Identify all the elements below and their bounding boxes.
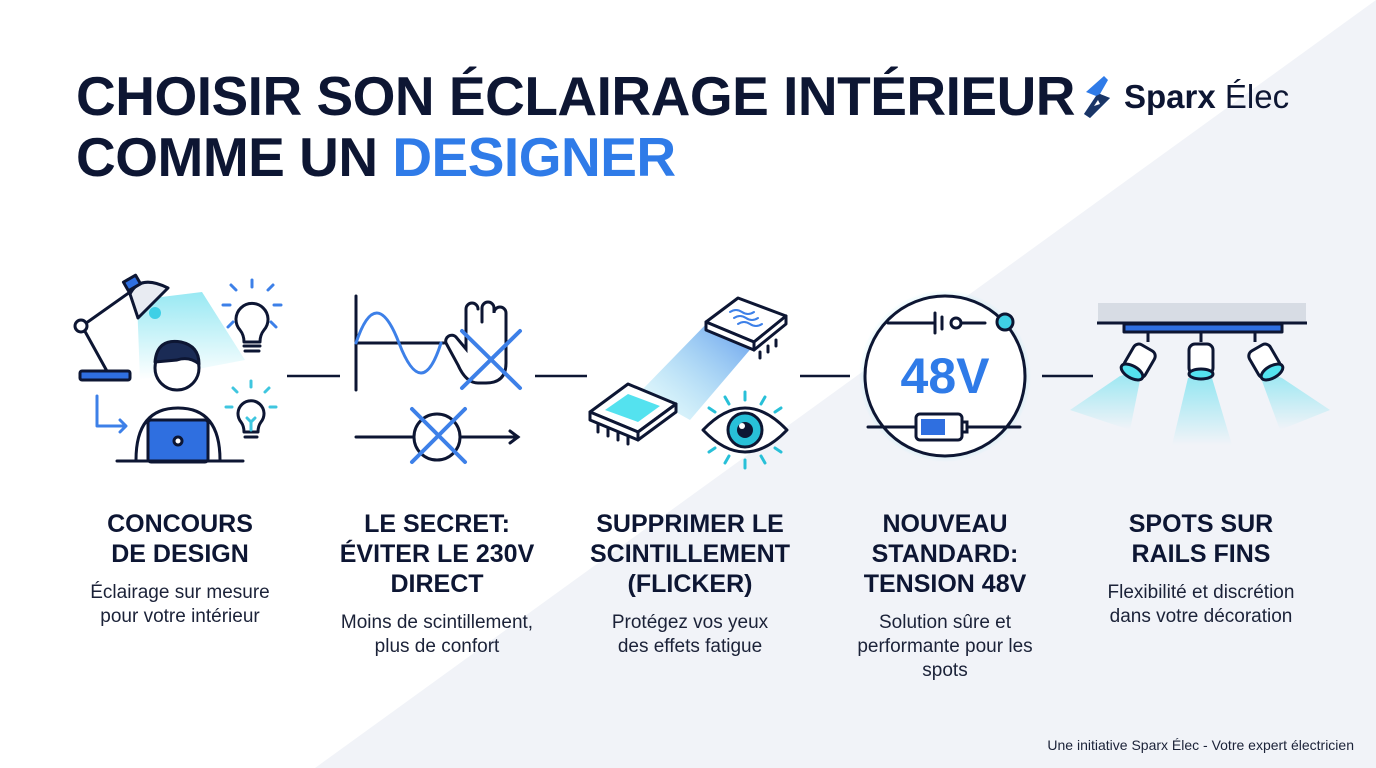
lightning-bolt-icon — [1084, 76, 1110, 118]
sine-wave-no-230v-icon — [354, 294, 522, 464]
brand-name: Sparx Élec — [1124, 78, 1289, 116]
48v-label: 48V — [901, 348, 991, 404]
title-accent-word: DESIGNER — [392, 126, 676, 188]
brand-name-light: Élec — [1215, 78, 1290, 115]
led-driver-eye-icon — [588, 296, 789, 470]
footer-credit: Une initiative Sparx Élec - Votre expert… — [1047, 737, 1354, 753]
48v-circuit-icon — [859, 290, 1031, 462]
track-spotlights-icon — [1070, 303, 1330, 445]
designer-lamp-laptop-icon — [73, 273, 283, 464]
step-description: Moins de scintillement,plus de confort — [340, 612, 534, 657]
page-title: CHOISIR SON ÉCLAIRAGE INTÉRIEUR COMME UN… — [76, 65, 1076, 188]
title-line-2: COMME UN DESIGNER — [76, 127, 1075, 188]
brand-name-bold: Sparx — [1124, 78, 1216, 115]
title-line-2-prefix: COMME UN — [76, 126, 393, 188]
title-line-1: CHOISIR SON ÉCLAIRAGE INTÉRIEUR — [76, 65, 1076, 127]
brand-logo: Sparx Élec — [1080, 74, 1289, 120]
